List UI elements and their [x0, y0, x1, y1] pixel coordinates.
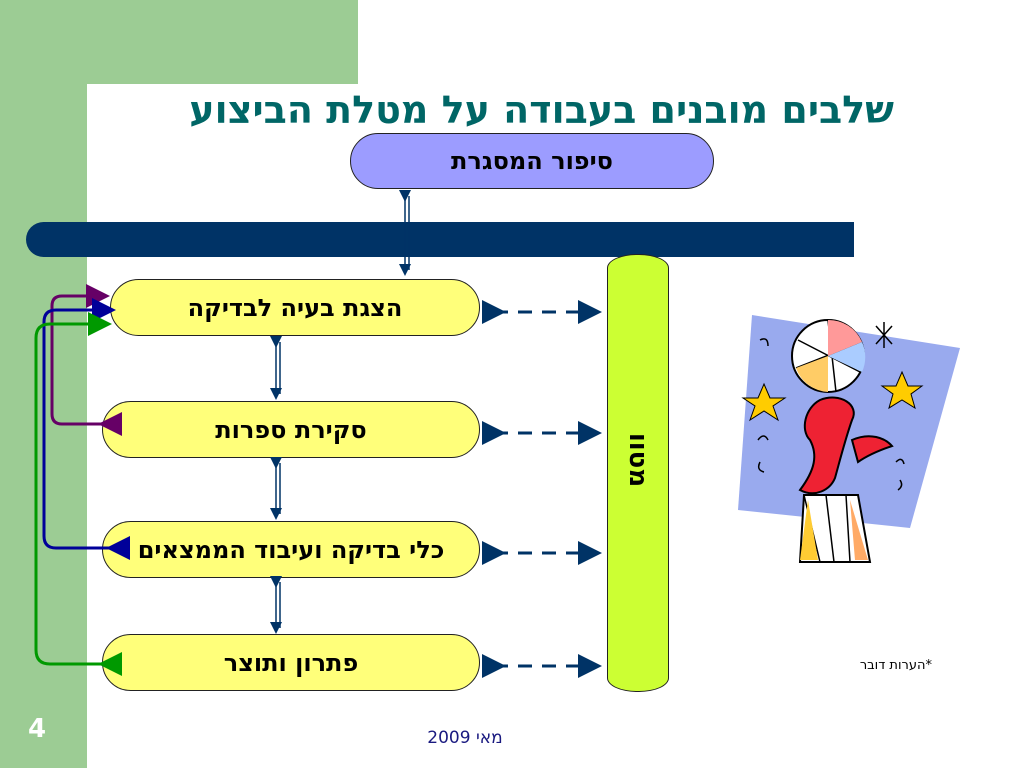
purple-loop-arrow	[50, 284, 122, 436]
blue-loop-arrow	[42, 298, 130, 560]
side-vertical-box	[607, 254, 669, 692]
stage-problem-box: הצגת בעיה לבדיקה	[110, 279, 480, 336]
content-corner	[87, 84, 207, 204]
framing-story-box: סיפור המסגרת	[350, 133, 714, 189]
stage-literature-box: סקירת ספרות	[102, 401, 480, 458]
speaker-notes-label: *הערות דובר	[859, 658, 932, 673]
vertical-double-arrows	[270, 190, 411, 634]
background-band-top	[0, 0, 358, 84]
footer-date: מאי 2009	[427, 728, 503, 748]
stage-tools-box: כלי בדיקה ועיבוד הממצאים	[102, 521, 480, 578]
slide-number: 4	[28, 714, 47, 744]
circus-seal-with-ball-icon	[738, 315, 960, 563]
stage-solution-box: פתרון ותוצר	[102, 634, 480, 691]
slide-title: שלבים מובנים בעבודה על מטלת הביצוע	[189, 88, 894, 132]
dashed-double-arrows	[482, 300, 602, 678]
horizontal-bar	[26, 222, 854, 257]
green-loop-arrow	[34, 312, 122, 676]
